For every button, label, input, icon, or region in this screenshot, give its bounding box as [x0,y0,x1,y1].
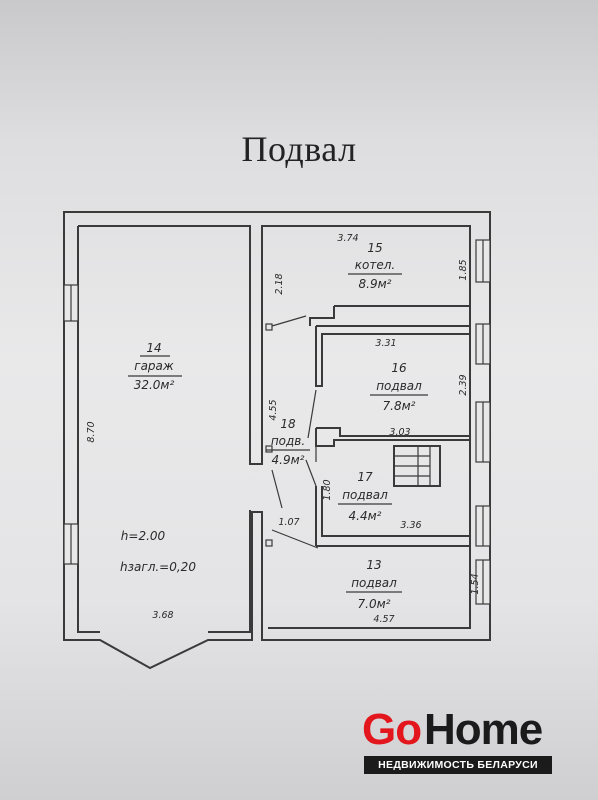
boiler-name: котел. [355,258,395,272]
dim-2-18: 2.18 [274,273,285,294]
boiler-number: 15 [367,241,382,255]
garage-gate-bay [99,639,209,669]
room17-name: подвал [342,488,388,502]
room-boiler-label: 15 котел. 8.9м² [348,241,402,291]
dimension-labels: 3.74 2.18 1.85 3.31 2.39 8.70 4.55 3.03 … [86,233,481,625]
logo-go-text: Go [362,705,422,754]
wall-room16-top [315,325,470,387]
door-room13 [271,529,319,549]
interior-partitions [265,305,470,549]
dim-3-31: 3.31 [375,338,396,349]
door-room17 [305,459,317,487]
room-garage-label: 14 гараж 32.0м² h=2.00 hзагл.=0,20 [120,341,196,574]
dim-1-85: 1.85 [458,259,469,280]
dim-3-36: 3.36 [400,520,421,531]
door-garage [271,469,283,509]
room16-name: подвал [376,379,422,393]
garage-area: 32.0м² [134,378,175,392]
garage-number: 14 [146,341,161,355]
garage-height: h=2.00 [121,529,166,543]
wall-boiler-door [309,306,335,326]
door-jamb-1 [265,323,273,331]
wall-room17 [315,486,470,546]
gohome-logo: Go Home НЕДВИЖИМОСТЬ БЕЛАРУСИ [362,706,554,776]
door-room16 [307,389,317,439]
logo-subtitle: НЕДВИЖИМОСТЬ БЕЛАРУСИ [364,756,552,774]
dim-2-39: 2.39 [458,374,469,395]
dim-4-55: 4.55 [268,399,279,420]
room-18-label: 18 подв. 4.9м² [266,417,310,467]
room13-area: 7.0м² [358,597,391,611]
dim-1-80: 1.80 [322,479,333,500]
room17-area: 4.4м² [349,509,382,523]
dim-3-74: 3.74 [337,233,358,244]
dim-8-70: 8.70 [86,421,97,442]
garage-inner-right [208,510,251,633]
windows [63,239,491,605]
garage-depth: hзагл.=0,20 [120,560,196,574]
room-17-label: 17 подвал 4.4м² [338,470,392,523]
room16-number: 16 [391,361,407,375]
room-16-label: 16 подвал 7.8м² [370,361,428,413]
wall-room16-bottom [315,427,470,447]
room-13-label: 13 подвал 7.0м² [346,558,402,611]
dim-4-57: 4.57 [373,614,394,625]
room18-area: 4.9м² [272,453,305,467]
dim-3-03: 3.03 [389,427,410,438]
inner-wall-outline [78,225,471,629]
garage-name: гараж [134,359,174,373]
boiler-area: 8.9м² [359,277,392,291]
dim-1-07: 1.07 [278,517,299,528]
page-title: Подвал [241,129,357,169]
room17-number: 17 [357,470,373,484]
door-jamb-3 [265,445,273,453]
dim-1-54: 1.54 [470,573,481,594]
room13-name: подвал [351,576,397,590]
room18-name: подв. [271,434,305,448]
stairs-box [393,445,441,487]
stairs-steps [394,446,431,486]
logo-home-text: Home [424,705,543,754]
door-boiler [271,315,307,327]
room18-number: 18 [280,417,296,431]
garage-inner-left [77,226,100,633]
dim-3-68: 3.68 [152,610,173,621]
room13-number: 13 [366,558,381,572]
door-jamb-2 [265,539,273,547]
room16-area: 7.8м² [383,399,416,413]
